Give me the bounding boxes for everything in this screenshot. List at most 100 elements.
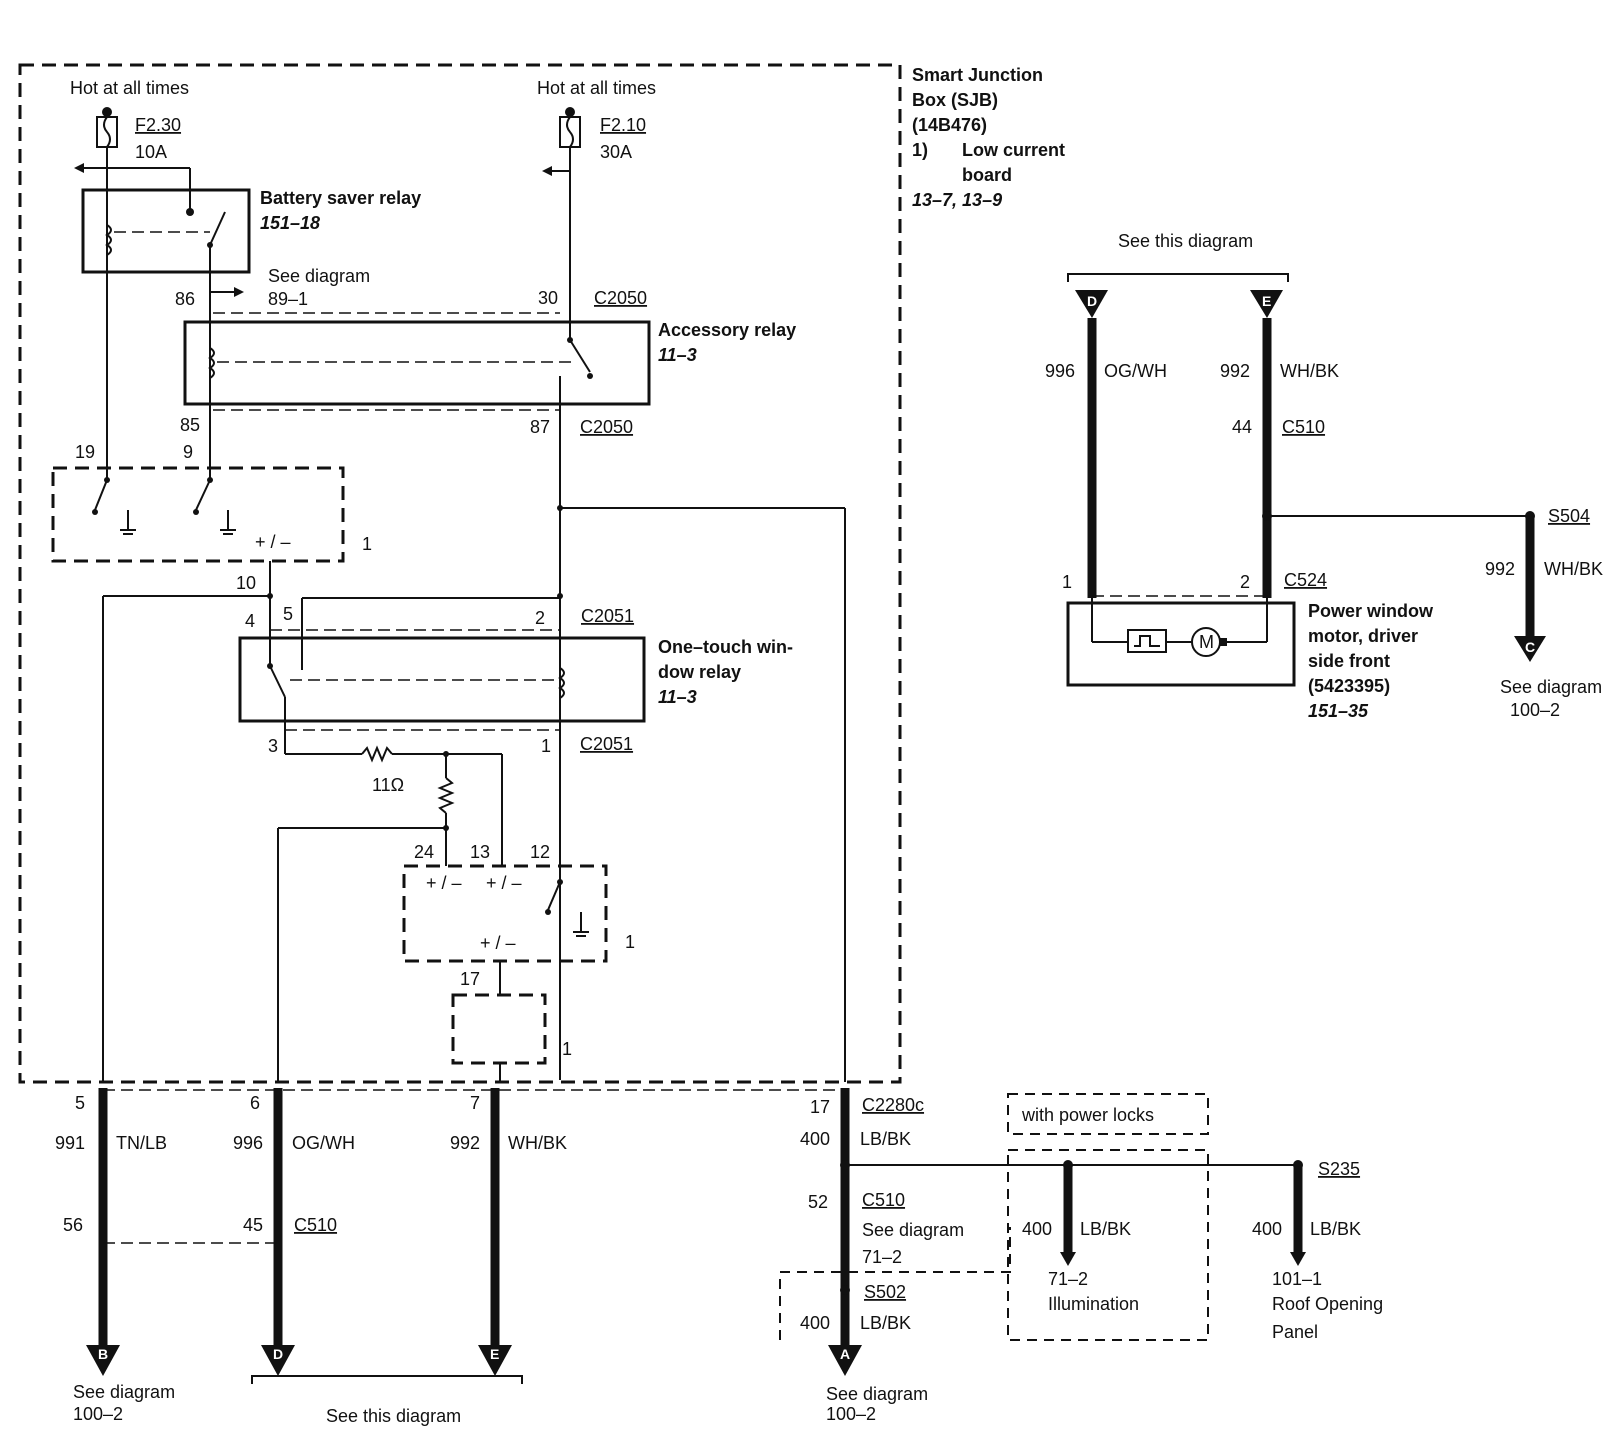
motor-ref: 151–35 — [1308, 701, 1369, 721]
e-pin: 44 — [1232, 417, 1252, 437]
b-see-label: See diagram — [73, 1382, 175, 1402]
pin-24: 24 — [414, 842, 434, 862]
marker-c-letter: C — [1525, 639, 1535, 655]
conn-c2050-bottom: C2050 — [580, 417, 633, 437]
see-71-ref: 71–2 — [862, 1247, 902, 1267]
fuse-f230 — [74, 107, 191, 212]
sjb-outline — [18, 63, 902, 1084]
w3-color: WH/BK — [508, 1133, 567, 1153]
pin-85: 85 — [180, 415, 200, 435]
conn-c2050-top: C2050 — [594, 288, 647, 308]
fuse-f210-rating: 30A — [600, 142, 632, 162]
sjb-label: Smart Junction Box (SJB) (14B476) 1) Low… — [912, 65, 1065, 210]
one-touch-relay — [238, 598, 646, 745]
module-tag-2: 1 — [625, 932, 635, 952]
w3-circuit: 992 — [450, 1133, 480, 1153]
right-wires — [1075, 290, 1546, 662]
hot-label-right: Hot at all times — [537, 78, 656, 98]
pm-a: + / – — [255, 532, 291, 552]
motor-pin-2: 2 — [1240, 572, 1250, 592]
conn-s504: S504 — [1548, 506, 1590, 526]
pm-b: + / – — [426, 873, 462, 893]
w4-pin: 17 — [810, 1097, 830, 1117]
branch2-ref: 101–1 — [1272, 1269, 1322, 1289]
pin-4: 4 — [245, 611, 255, 631]
power-locks-label: with power locks — [1021, 1105, 1154, 1125]
see-diagram-891-ref: 89–1 — [268, 289, 308, 309]
resistor-value: 11Ω — [372, 775, 404, 795]
branch2-color: LB/BK — [1310, 1219, 1361, 1239]
c-see-label: See diagram — [1500, 677, 1602, 697]
switch-module-3 — [451, 993, 547, 1082]
right-see-this: See this diagram — [1118, 231, 1253, 251]
accessory-relay-name: Accessory relay — [658, 320, 796, 340]
power-window-motor — [1066, 598, 1296, 687]
e-circuit: 992 — [1220, 361, 1250, 381]
conn-c2051-bottom: C2051 — [580, 734, 633, 754]
w2-color: OG/WH — [292, 1133, 355, 1153]
pin-86: 86 — [175, 289, 195, 309]
resistor-network — [277, 735, 503, 1082]
conn-c2051-top: C2051 — [581, 606, 634, 626]
conn-s235: S235 — [1318, 1159, 1360, 1179]
pin-1: 1 — [541, 736, 551, 756]
fuse-f230-name: F2.30 — [135, 115, 181, 135]
branch1-color: LB/BK — [1080, 1219, 1131, 1239]
pin-3: 3 — [268, 736, 278, 756]
b-see-ref: 100–2 — [73, 1404, 123, 1424]
hot-label-left: Hot at all times — [70, 78, 189, 98]
d-color: OG/WH — [1104, 361, 1167, 381]
one-touch-wiring — [102, 505, 846, 1082]
pin-9: 9 — [183, 442, 193, 462]
one-touch-name-1: One–touch win- — [658, 637, 793, 657]
sjb-item-num: 1) — [912, 140, 928, 160]
pin-13: 13 — [470, 842, 490, 862]
wire-991 — [86, 1088, 120, 1376]
battery-saver-relay — [81, 168, 251, 469]
w1-circuit: 991 — [55, 1133, 85, 1153]
motor-name-1: Power window — [1308, 601, 1434, 621]
a-see-label: See diagram — [826, 1384, 928, 1404]
marker-e2-letter: E — [1262, 293, 1271, 309]
fuse-f210 — [542, 107, 581, 340]
pin-12: 12 — [530, 842, 550, 862]
pin-5: 5 — [283, 604, 293, 624]
sjb-title-2: Box (SJB) — [912, 90, 998, 110]
s504-color: WH/BK — [1544, 559, 1603, 579]
wire-996 — [261, 1088, 295, 1376]
see-diagram-891-label: See diagram — [268, 266, 370, 286]
branch1-ref: 71–2 — [1048, 1269, 1088, 1289]
sjb-title-3: (14B476) — [912, 115, 987, 135]
battery-saver-ref: 151–18 — [260, 213, 320, 233]
w1-color: TN/LB — [116, 1133, 167, 1153]
branch2-name-2: Panel — [1272, 1322, 1318, 1342]
module-tag-3: 1 — [562, 1039, 572, 1059]
w1-pin: 5 — [75, 1093, 85, 1113]
branch1-name: Illumination — [1048, 1294, 1139, 1314]
w2-pin: 6 — [250, 1093, 260, 1113]
marker-d2-letter: D — [1087, 293, 1097, 309]
motor-name-2: motor, driver — [1308, 626, 1418, 646]
pm-d: + / – — [480, 933, 516, 953]
sjb-item-1: Low current — [962, 140, 1065, 160]
pin-87: 87 — [530, 417, 550, 437]
pin-2: 2 — [535, 608, 545, 628]
see-71-label: See diagram — [862, 1220, 964, 1240]
switch-module-2 — [402, 745, 608, 995]
conn-c510-right: C510 — [1282, 417, 1325, 437]
e-color: WH/BK — [1280, 361, 1339, 381]
s502-bracket — [779, 1227, 1011, 1340]
pin-10: 10 — [236, 573, 256, 593]
wire-992 — [478, 1088, 512, 1376]
battery-saver-name: Battery saver relay — [260, 188, 421, 208]
one-touch-ref: 11–3 — [658, 687, 697, 707]
pin-30: 30 — [538, 288, 558, 308]
bottom-see-this: See this diagram — [326, 1406, 461, 1426]
pin-19: 19 — [75, 442, 95, 462]
sjb-item-2: board — [962, 165, 1012, 185]
c-see-ref: 100–2 — [1510, 700, 1560, 720]
fuse-f210-name: F2.10 — [600, 115, 646, 135]
conn-c2280c: C2280c — [862, 1095, 924, 1115]
bracket-bottom — [251, 1375, 523, 1384]
